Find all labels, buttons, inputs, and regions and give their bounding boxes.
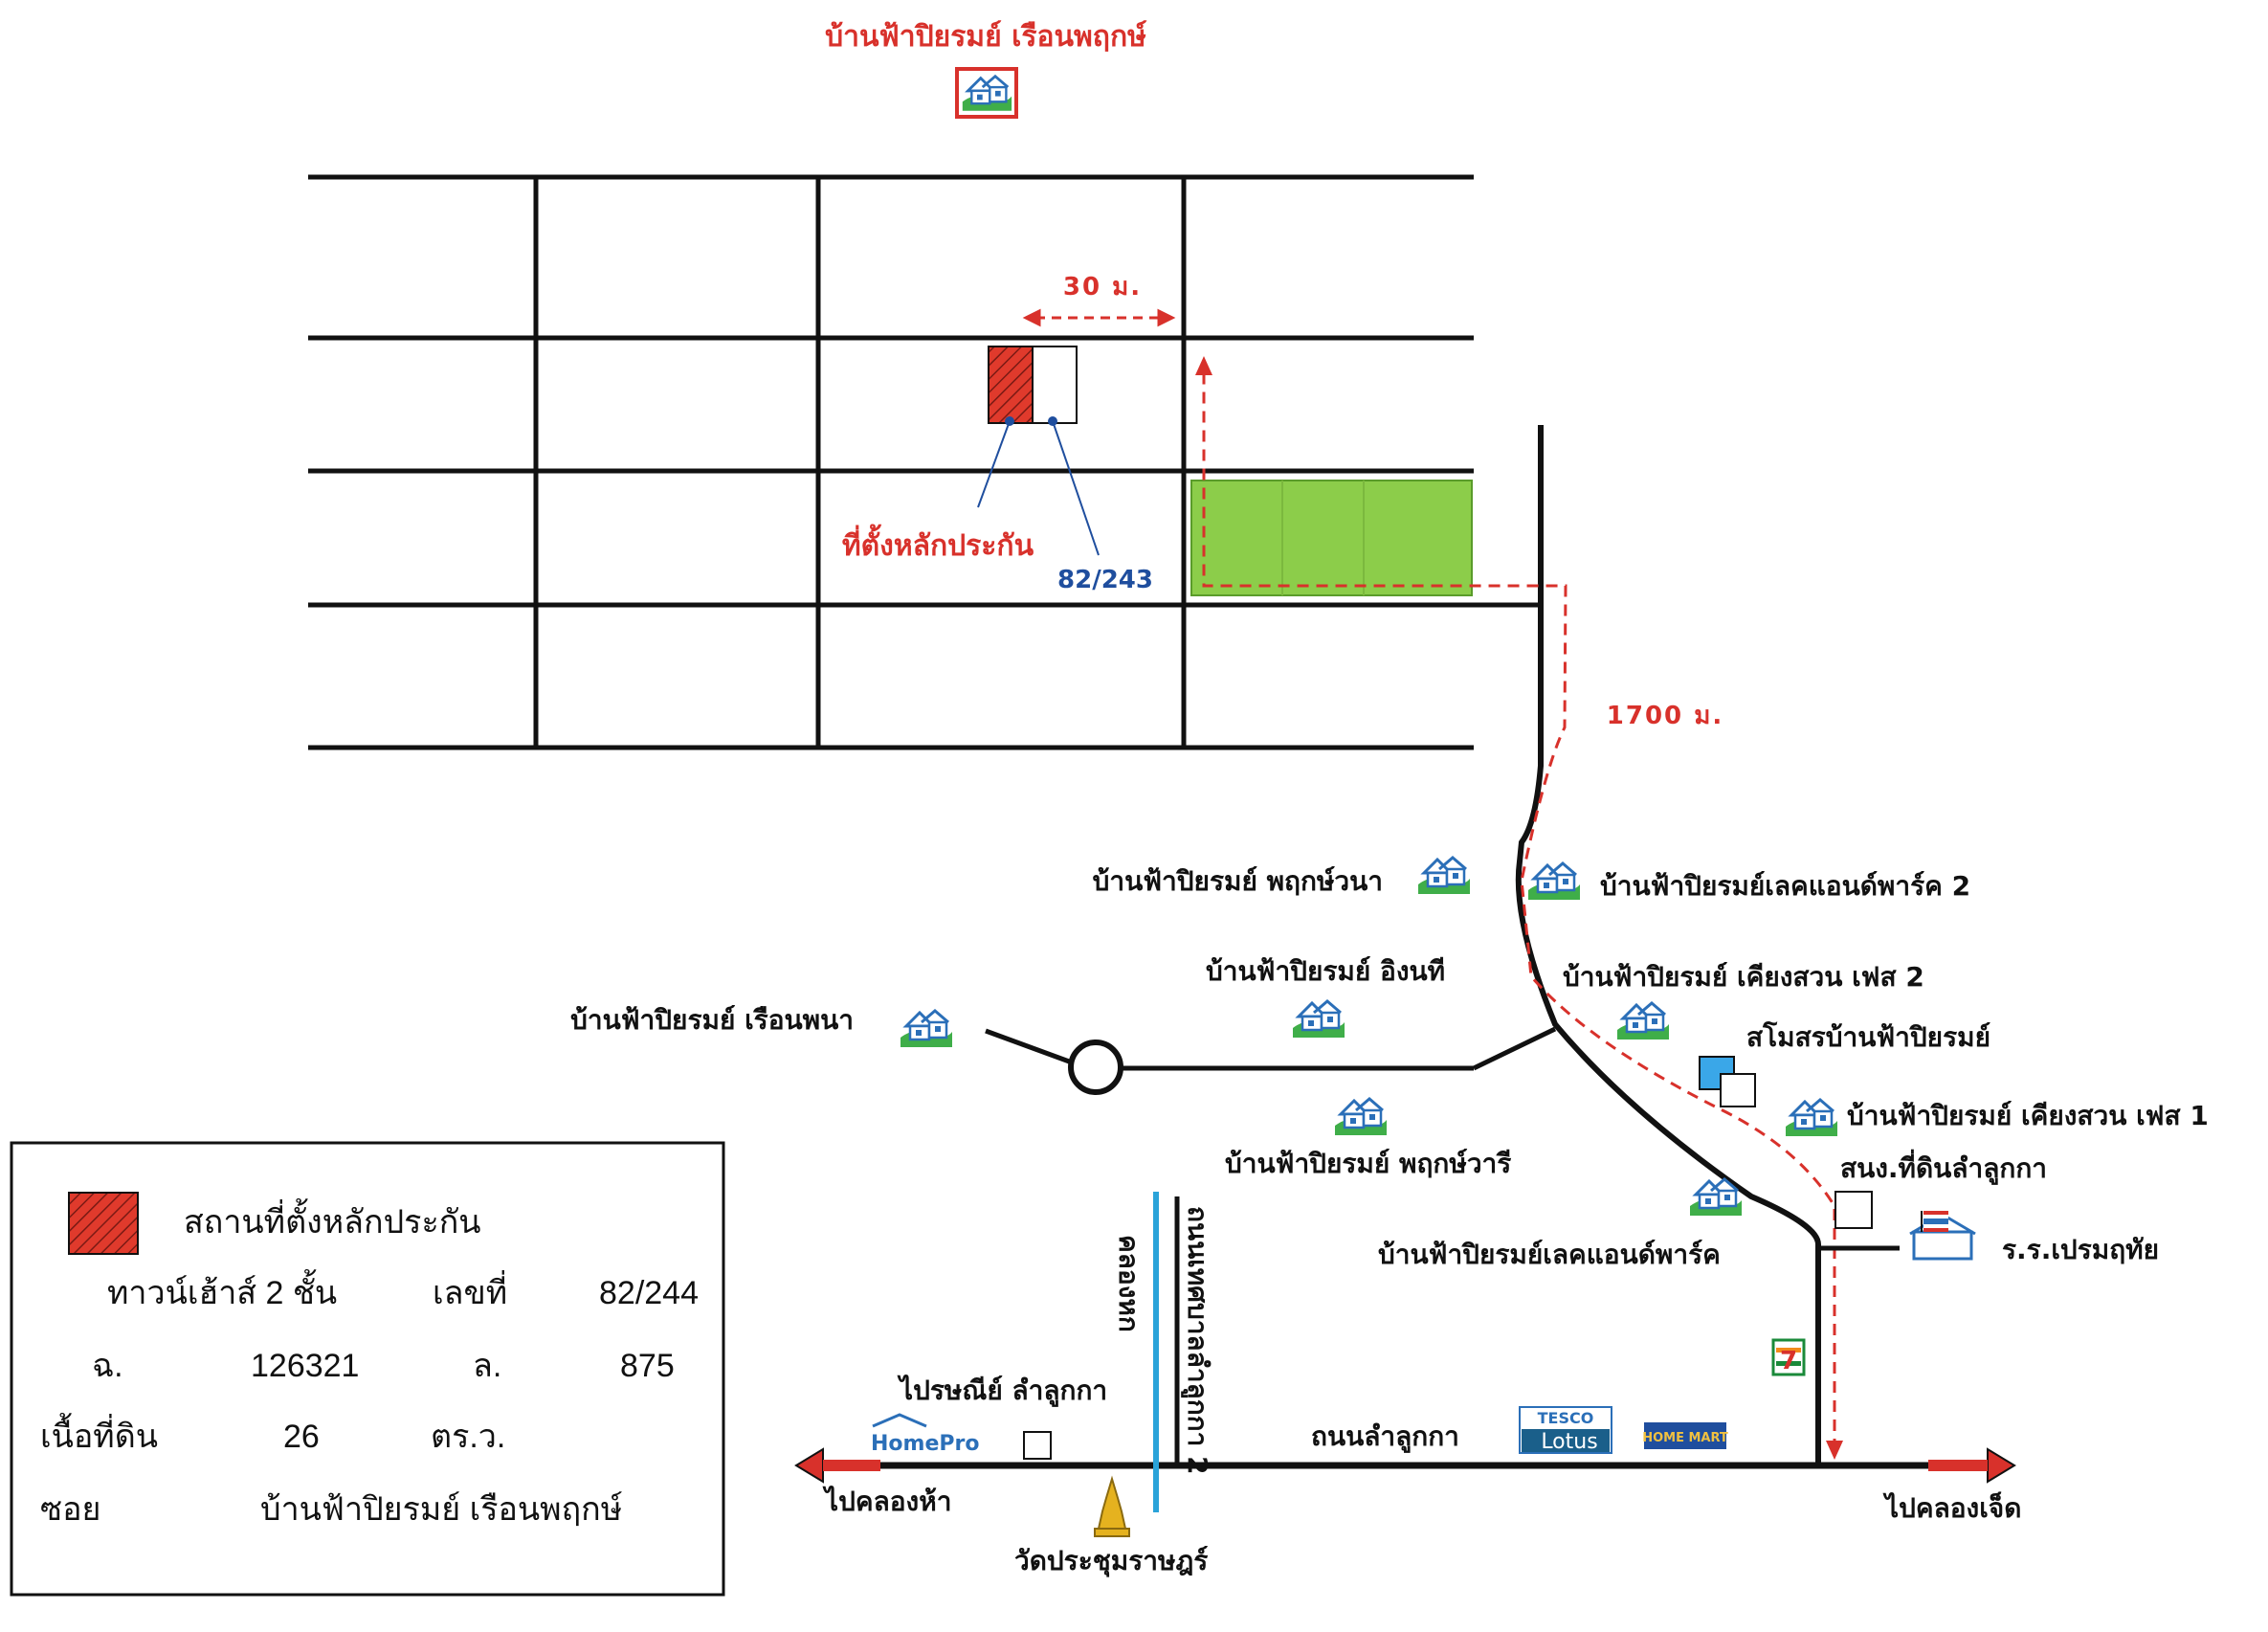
- label-to-klong7: ไปคลองเจ็ด: [1882, 1491, 2021, 1524]
- village-logo-icon: [955, 67, 1018, 119]
- legend-hatch-swatch: [68, 1192, 139, 1255]
- route-dashed: [1202, 369, 1836, 1450]
- legend-soi-label: ซอย: [40, 1491, 100, 1528]
- canal-label: คลองหก: [1113, 1235, 1145, 1332]
- collateral-label: ที่ตั้งหลักประกัน: [842, 524, 1034, 563]
- homepro-logo: HomePro: [871, 1413, 979, 1456]
- legend-title: สถานที่ตั้งหลักประกัน: [184, 1198, 481, 1241]
- label-kiengsuan2: บ้านฟ้าปิยรมย์ เคียงสวน เฟส 2: [1563, 961, 1924, 993]
- tesco-lotus-logo: TESCO Lotus: [1519, 1406, 1612, 1454]
- village-title: บ้านฟ้าปิยรมย์ เรือนพฤกษ์: [825, 20, 1147, 54]
- label-club: สโมสรบ้านฟ้าปิยรมย์: [1746, 1020, 1990, 1053]
- village-road-grid: [308, 174, 1541, 750]
- legend-l-value: 875: [620, 1348, 675, 1384]
- distance-30m-arrow: [1022, 308, 1176, 327]
- legend-number-label: เลขที่: [433, 1270, 507, 1311]
- house-icon-ruanpana: [899, 1009, 954, 1049]
- svg-text:HomePro: HomePro: [871, 1432, 979, 1456]
- legend-area-value: 26: [283, 1419, 320, 1455]
- homemart-logo: HOME MART: [1642, 1422, 1728, 1449]
- school-flag-icon: [1909, 1211, 1976, 1261]
- label-lakeland: บ้านฟ้าปิยรมย์เลคแอนด์พาร์ค: [1378, 1239, 1721, 1270]
- club-building: [1720, 1073, 1756, 1107]
- branch-road-left: [985, 1026, 1557, 1095]
- legend-type-label: ทาวน์เฮ้าส์ 2 ชั้น: [107, 1269, 337, 1311]
- post-office-building: [1023, 1431, 1052, 1460]
- label-to-klong5: ไปคลองห้า: [822, 1486, 951, 1517]
- distance-30m-label: 30 ม.: [1063, 273, 1142, 302]
- legend-chanote-value: 126321: [251, 1348, 359, 1384]
- house-icon-lakeland2: [1526, 861, 1582, 902]
- legend-number-value: 82/244: [599, 1275, 699, 1311]
- house-icon-prueksawaree: [1333, 1097, 1389, 1137]
- label-school: ร.ร.เปรมฤทัย: [2002, 1234, 2159, 1265]
- seven-eleven-icon: 7: [1771, 1338, 1806, 1376]
- legend-l-label: ล.: [473, 1348, 501, 1384]
- label-post-office: ไปรษณีย์ ลำลูกกา: [897, 1375, 1107, 1407]
- legend-area-label: เนื้อที่ดิน: [40, 1413, 158, 1455]
- house-icon-ingnatee: [1291, 999, 1346, 1040]
- neighbor-plot: [1032, 346, 1078, 424]
- label-main-road: ถนนลำลูกกา: [1311, 1420, 1459, 1453]
- label-temple: วัดประชุมราษฎร์: [1014, 1545, 1208, 1577]
- route-arrow-end: [1826, 1441, 1843, 1460]
- svg-text:HOME MART: HOME MART: [1642, 1431, 1728, 1445]
- label-landoffice: สนง.ที่ดินลำลูกกา: [1840, 1149, 2047, 1185]
- temple-icon: [1094, 1475, 1130, 1537]
- label-lakeland2: บ้านฟ้าปิยรมย์เลคแอนด์พาร์ค 2: [1600, 870, 1970, 902]
- main-road: [794, 1447, 2016, 1484]
- house-icon-kiengsuan1: [1784, 1098, 1839, 1138]
- collateral-plot: [988, 346, 1034, 424]
- legend-box: สถานที่ตั้งหลักประกัน ทาวน์เฮ้าส์ 2 ชั้น…: [10, 1141, 725, 1597]
- svg-text:Lotus: Lotus: [1541, 1430, 1597, 1454]
- label-ingnatee: บ้านฟ้าปิยรมย์ อิงนที: [1206, 955, 1445, 987]
- legend-soi-value: บ้านฟ้าปิยรมย์ เรือนพฤกษ์: [260, 1491, 622, 1528]
- house-icon-prueksawana: [1416, 856, 1472, 896]
- green-area: [1190, 480, 1473, 596]
- legend-area-unit: ตร.ว.: [431, 1419, 505, 1455]
- label-prueksawaree: บ้านฟ้าปิยรมย์ พฤกษ์วารี: [1225, 1148, 1511, 1179]
- label-ruanpana: บ้านฟ้าปิยรมย์ เรือนพนา: [570, 1004, 854, 1036]
- approach-road: [1515, 425, 1821, 1464]
- neighbor-house-number: 82/243: [1057, 566, 1153, 594]
- route-arrow-start: [1195, 356, 1212, 375]
- label-kiengsuan1: บ้านฟ้าปิยรมย์ เคียงสวน เฟส 1: [1847, 1100, 2209, 1131]
- landoffice-building: [1834, 1191, 1873, 1229]
- legend-chanote-label: ฉ.: [92, 1348, 123, 1384]
- house-icon-kiengsuan2: [1615, 1001, 1671, 1041]
- svg-text:TESCO: TESCO: [1538, 1409, 1594, 1427]
- distance-1700m-label: 1700 ม.: [1607, 702, 1723, 730]
- svg-text:7: 7: [1780, 1347, 1797, 1375]
- label-prueksawana: บ้านฟ้าปิยรมย์ พฤกษ์วนา: [1093, 865, 1383, 897]
- municipal-road-label: ถนนเทศบาลลำลูกกา 2: [1181, 1206, 1213, 1475]
